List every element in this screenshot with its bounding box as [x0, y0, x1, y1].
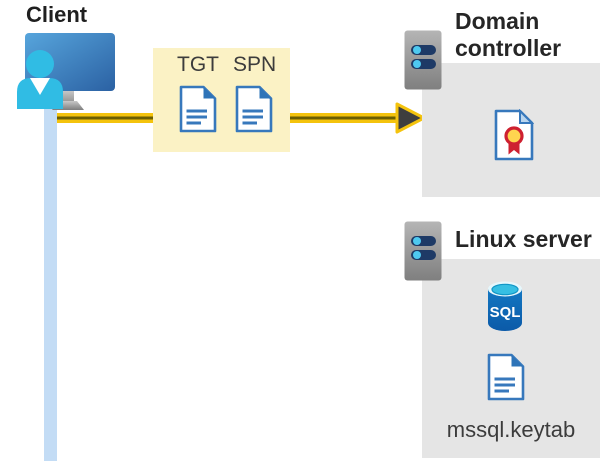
- user-icon: [17, 50, 63, 109]
- certificate-icon: [494, 109, 534, 161]
- spn-label: SPN: [233, 53, 277, 76]
- linux-server-icon: [404, 221, 442, 281]
- tgt-document-icon: [179, 85, 217, 133]
- ticket-box: TGT SPN: [153, 48, 290, 152]
- keytab-filename-label: mssql.keytab: [446, 417, 576, 442]
- tgt-label: TGT: [177, 53, 219, 76]
- client-network-line: [44, 96, 57, 461]
- arrow-head: [395, 102, 426, 134]
- keytab-document-icon: [487, 353, 525, 401]
- spn-document-icon: [235, 85, 273, 133]
- client-label: Client: [26, 2, 88, 27]
- linux-server-title: Linux server: [455, 226, 592, 252]
- sql-database-icon: SQL: [488, 281, 522, 331]
- client-workstation-icon: [17, 33, 115, 110]
- domain-controller-server-icon: [404, 30, 442, 90]
- domain-controller-title: Domain controller: [455, 8, 562, 61]
- sql-badge-text: SQL: [490, 304, 521, 321]
